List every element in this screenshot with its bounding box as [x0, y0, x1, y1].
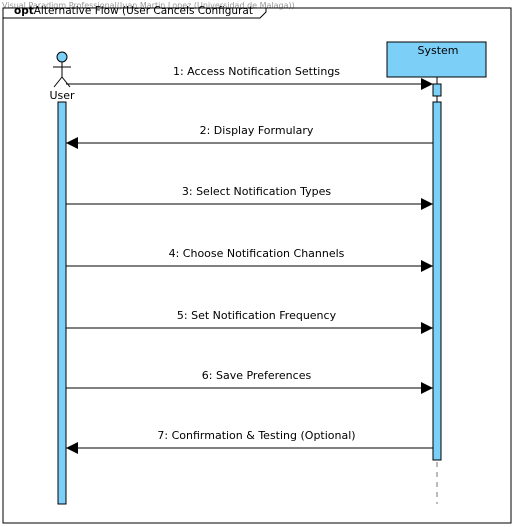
fragment-label: optAlternative Flow (User Cancels Config…	[14, 5, 253, 17]
message-4[interactable]: 4: Choose Notification Channels	[66, 247, 433, 272]
system-lifeline[interactable]: System	[386, 41, 487, 504]
user-activation-bar	[57, 101, 67, 505]
message-7[interactable]: 7: Confirmation & Testing (Optional)	[66, 429, 433, 454]
user-lifeline[interactable]: User	[49, 51, 75, 505]
message-2-label: 2: Display Formulary	[200, 124, 314, 137]
message-5[interactable]: 5: Set Notification Frequency	[66, 309, 433, 334]
message-6[interactable]: 6: Save Preferences	[66, 369, 433, 394]
fragment-guard: Alternative Flow (User Cancels Configura…	[34, 5, 253, 17]
fragment-frame	[2, 7, 512, 524]
actor-icon	[53, 51, 71, 88]
user-label: User	[49, 89, 75, 102]
system-activation-small	[432, 83, 442, 97]
message-1[interactable]: 1: Access Notification Settings	[66, 65, 433, 90]
message-5-label: 5: Set Notification Frequency	[177, 309, 337, 322]
message-1-label: 1: Access Notification Settings	[173, 65, 340, 78]
message-4-label: 4: Choose Notification Channels	[169, 247, 345, 260]
message-3-label: 3: Select Notification Types	[182, 185, 332, 198]
fragment-label-tab	[3, 8, 267, 19]
system-activation-bar	[432, 101, 442, 461]
message-3[interactable]: 3: Select Notification Types	[66, 185, 433, 210]
messages-group: 1: Access Notification Settings 2: Displ…	[66, 65, 433, 454]
message-6-label: 6: Save Preferences	[202, 369, 312, 382]
message-7-label: 7: Confirmation & Testing (Optional)	[157, 429, 355, 442]
fragment-operator: opt	[14, 5, 34, 17]
watermark: Visual Paradigm Professional(Juan Martin…	[2, 1, 295, 10]
system-label: System	[417, 44, 458, 57]
system-head-box	[386, 41, 487, 78]
message-2[interactable]: 2: Display Formulary	[66, 124, 433, 149]
